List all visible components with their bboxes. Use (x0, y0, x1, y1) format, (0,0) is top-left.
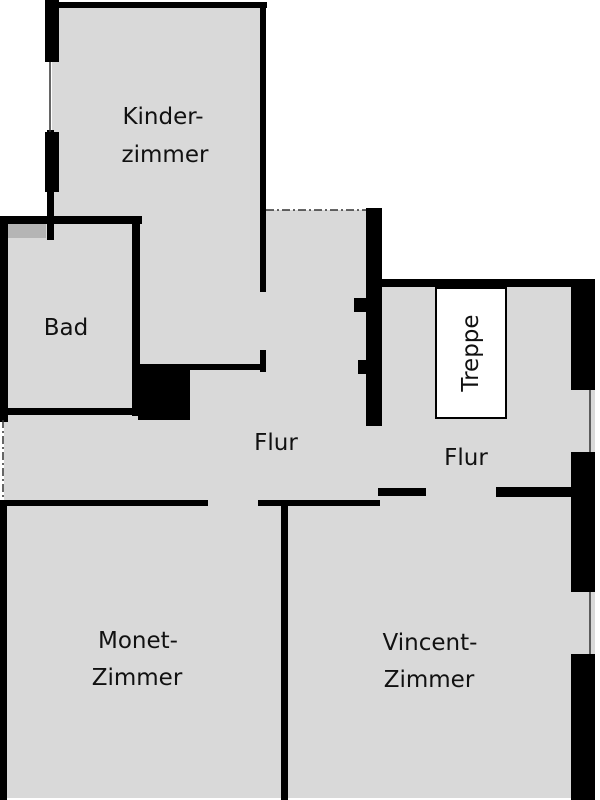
wall-bad-bottom (0, 408, 140, 415)
flur-main-floor (4, 366, 380, 506)
wall-monet-vincent (281, 500, 288, 800)
thick-walls (45, 0, 595, 800)
wall-east-ext-1 (571, 282, 595, 390)
room-labels: Kinder- zimmer Bad Flur Flur Treppe Mone… (44, 104, 489, 693)
wall-vincent-top-right (496, 487, 576, 497)
wall-vincent-top-left (378, 488, 426, 496)
monet-floor (4, 502, 288, 798)
label-kinderzimmer-1: Kinder- (122, 104, 203, 130)
wall-kinder-bottom (135, 364, 265, 370)
windows (2, 62, 591, 654)
vincent-floor (284, 494, 595, 798)
wall-kinder-left-top (45, 0, 59, 62)
label-treppe: Treppe (458, 314, 484, 392)
wall-east-ext-2 (571, 452, 595, 592)
wall-hall-divider (366, 208, 382, 426)
wall-monet-top-right (258, 500, 380, 506)
wall-hall-notch-2 (358, 360, 368, 374)
label-vincent-2: Zimmer (384, 667, 475, 693)
wall-bad-right (132, 216, 140, 416)
chimney-block (138, 368, 190, 420)
label-vincent-1: Vincent- (383, 630, 478, 656)
wall-east-ext-3 (571, 654, 595, 800)
wall-kinder-right (260, 2, 266, 292)
label-monet-2: Zimmer (92, 665, 183, 691)
stair-box (435, 287, 507, 419)
wall-kinder-left-mid (45, 132, 59, 192)
wall-monet-left (0, 500, 7, 800)
label-bad: Bad (44, 315, 88, 341)
label-kinderzimmer-2: zimmer (122, 142, 209, 168)
wall-east-top (375, 279, 595, 287)
bath-fixture (8, 224, 46, 238)
label-monet-1: Monet- (98, 628, 178, 654)
label-flur-main: Flur (254, 430, 298, 456)
wall-kinder-top (48, 2, 267, 8)
wall-bad-left (0, 216, 8, 422)
wall-kinder-right-stub (260, 350, 266, 372)
wall-hall-notch-1 (354, 298, 368, 312)
wall-monet-top-left (0, 500, 208, 506)
wall-bad-top (0, 216, 142, 224)
label-flur-east: Flur (444, 445, 488, 471)
